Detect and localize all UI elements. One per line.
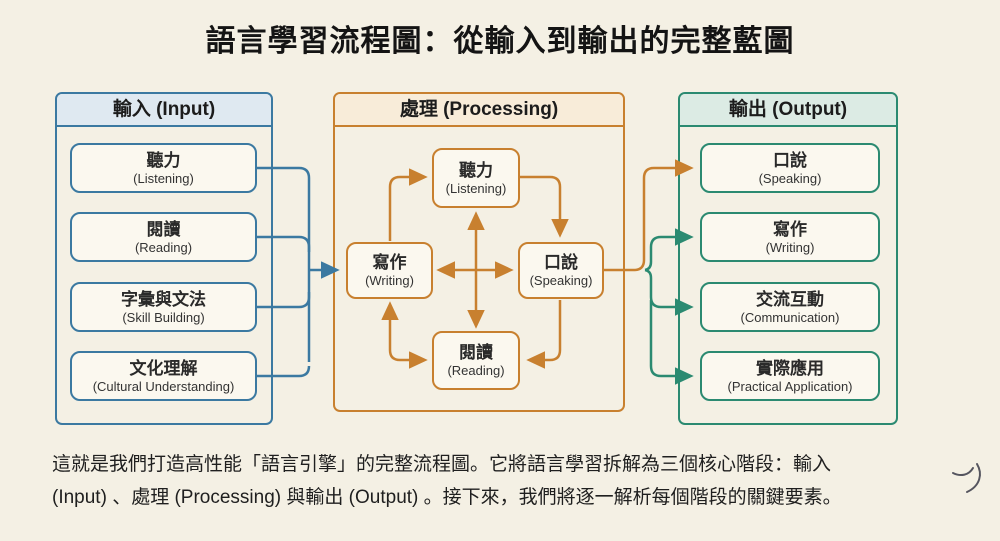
arrow-to-output-practical	[649, 300, 694, 385]
label-en: (Speaking)	[529, 273, 593, 288]
output-fanout-wires	[644, 228, 694, 385]
processing-node-writing: 寫作 (Writing)	[346, 242, 433, 299]
label-zh: 閱讀	[146, 219, 181, 239]
label-en: (Writing)	[765, 239, 815, 255]
label-zh: 聽力	[459, 160, 493, 180]
processing-node-listening: 聽力 (Listening)	[432, 148, 520, 208]
output-item-practical-application: 實際應用 (Practical Application)	[700, 351, 880, 401]
processing-wires	[381, 159, 694, 369]
page-title: 語言學習流程圖：從輸入到輸出的完整藍圖	[205, 25, 795, 58]
input-fanin-wires	[257, 166, 340, 378]
label-zh: 字彙與文法	[121, 289, 206, 309]
label-en: (Skill Building)	[122, 309, 205, 325]
input-item-listening: 聽力 (Listening)	[70, 143, 257, 193]
caption: 這就是我們打造高性能「語言引擎」的完整流程圖。它將語言學習拆解為三個核心階段：輸…	[52, 448, 922, 514]
label-zh: 口說	[773, 150, 807, 170]
label-zh: 實際應用	[756, 358, 824, 378]
output-item-communication: 交流互動 (Communication)	[700, 282, 880, 332]
input-panel: 輸入 (Input)	[55, 92, 273, 425]
caption-line-1: 這就是我們打造高性能「語言引擎」的完整流程圖。它將語言學習拆解為三個核心階段：輸…	[52, 454, 832, 475]
input-item-reading: 閱讀 (Reading)	[70, 212, 257, 262]
label-zh: 閱讀	[459, 343, 493, 362]
input-item-skill-building: 字彙與文法 (Skill Building)	[70, 282, 257, 332]
arrow-writing-to-listening	[388, 168, 428, 241]
wire-listening-in	[257, 166, 311, 362]
processing-panel-header: 處理 (Processing)	[335, 94, 623, 127]
label-en: (Speaking)	[758, 170, 822, 186]
arrow-listening-to-speaking	[520, 175, 569, 238]
label-en: (Practical Application)	[727, 378, 853, 394]
label-en: (Listening)	[133, 170, 194, 186]
arrow-speaking-to-reading	[526, 300, 562, 369]
output-panel: 輸出 (Output)	[678, 92, 898, 425]
output-panel-header: 輸出 (Output)	[680, 94, 896, 127]
arrow-speaking-to-output-speaking	[604, 159, 694, 272]
label-en: (Cultural Understanding)	[92, 378, 235, 394]
label-en: (Reading)	[447, 363, 505, 378]
label-zh: 寫作	[773, 219, 807, 239]
label-zh: 文化理解	[129, 358, 198, 378]
label-en: (Reading)	[134, 239, 193, 255]
label-zh: 口說	[544, 253, 578, 272]
wire-skill-in	[257, 292, 311, 309]
processing-node-speaking: 口說 (Speaking)	[518, 242, 604, 299]
arrow-to-output-communication	[644, 268, 694, 316]
arrow-writing-reading-bidirectional	[381, 301, 428, 369]
label-zh: 寫作	[372, 253, 407, 272]
input-item-cultural-understanding: 文化理解 (Cultural Understanding)	[70, 351, 257, 401]
label-en: (Writing)	[365, 273, 414, 288]
label-zh: 聽力	[146, 150, 181, 170]
processing-panel: 處理 (Processing)	[333, 92, 625, 412]
wire-reading-in	[257, 235, 311, 252]
input-panel-header: 輸入 (Input)	[57, 94, 271, 127]
output-item-speaking: 口說 (Speaking)	[700, 143, 880, 193]
label-en: (Listening)	[445, 180, 507, 196]
label-en: (Communication)	[740, 309, 840, 325]
output-item-writing: 寫作 (Writing)	[700, 212, 880, 262]
signature-squiggle	[952, 463, 981, 493]
wire-culture-in	[257, 365, 311, 378]
caption-line-2: (Input) 、處理 (Processing) 與輸出 (Output) 。接…	[52, 487, 842, 508]
label-zh: 交流互動	[756, 289, 824, 309]
processing-node-reading: 閱讀 (Reading)	[432, 331, 520, 390]
arrow-to-output-writing	[644, 228, 694, 272]
